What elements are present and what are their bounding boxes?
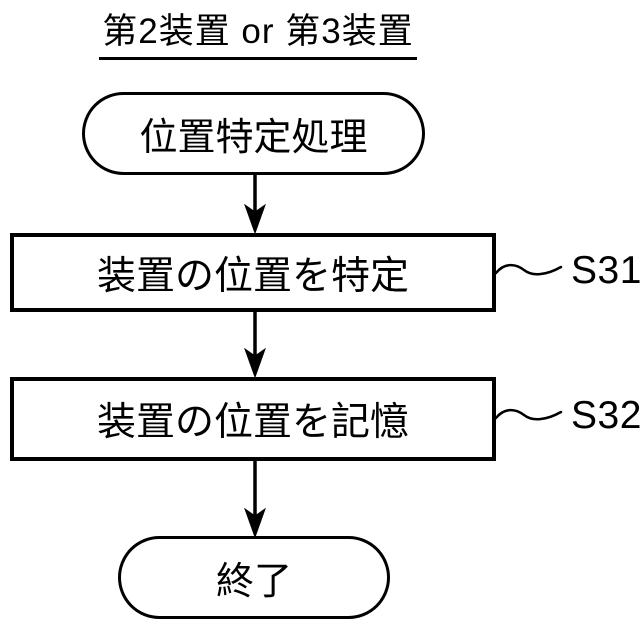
arrow-down-step2-to-end-icon: [244, 460, 266, 539]
step-ref-s31: S31: [571, 250, 640, 292]
step-ref-s31-text: S31: [571, 249, 640, 292]
end-node-label: 終了: [215, 561, 292, 603]
start-node: 位置特定処理: [82, 92, 425, 175]
wavy-connector-s32-icon: [494, 408, 563, 421]
process-step2-node: 装置の位置を記憶: [10, 377, 496, 461]
end-node: 終了: [118, 536, 390, 619]
step-ref-s32-text: S32: [571, 394, 640, 437]
arrow-down-start-to-step1-icon: [244, 174, 266, 235]
step-ref-s32: S32: [571, 395, 640, 437]
process-step2-label: 装置の位置を記憶: [96, 401, 409, 444]
wavy-connector-s31-icon: [494, 263, 563, 276]
arrow-down-step1-to-step2-icon: [244, 311, 266, 379]
process-step1-label: 装置の位置を特定: [96, 254, 409, 298]
process-step1-node: 装置の位置を特定: [10, 233, 496, 312]
diagram-title-container: 第2装置 or 第3装置: [0, 12, 516, 60]
diagram-title: 第2装置 or 第3装置: [99, 12, 417, 60]
start-node-label: 位置特定処理: [139, 117, 368, 159]
